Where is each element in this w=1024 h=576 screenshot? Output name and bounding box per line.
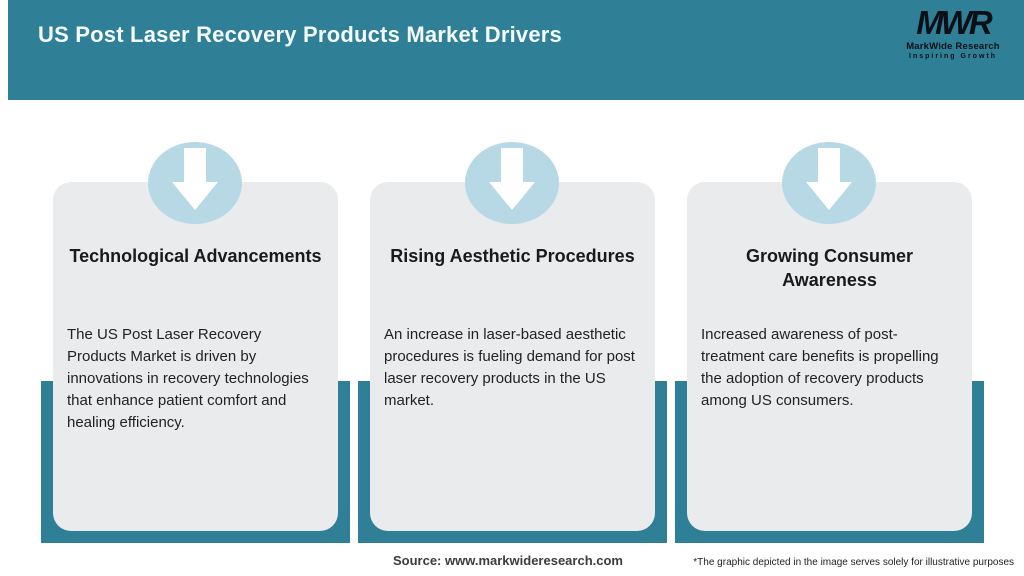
disclaimer-note: *The graphic depicted in the image serve…	[693, 557, 1014, 568]
card-title: Rising Aesthetic Procedures	[390, 246, 635, 266]
card-body-text: An increase in laser-based aesthetic pro…	[384, 326, 635, 409]
arrow-badge	[782, 142, 876, 224]
card-panel: Growing Consumer Awareness Increased awa…	[687, 182, 972, 531]
card-panel: Rising Aesthetic Procedures An increase …	[370, 182, 655, 531]
driver-card-rising-aesthetic-procedures: Rising Aesthetic Procedures An increase …	[358, 142, 667, 543]
card-title: Growing Consumer Awareness	[745, 246, 913, 290]
card-body-text: The US Post Laser Recovery Products Mark…	[67, 326, 309, 431]
source-attribution: Source: www.markwideresearch.com	[392, 553, 623, 568]
arrow-badge	[148, 142, 242, 224]
arrow-down-icon	[806, 148, 852, 210]
logo-tagline: Inspiring Growth	[909, 52, 997, 60]
driver-card-technological-advancements: Technological Advancements The US Post L…	[41, 142, 350, 543]
driver-card-growing-consumer-awareness: Growing Consumer Awareness Increased awa…	[675, 142, 984, 543]
logo-company-name: MarkWide Research	[906, 40, 1000, 52]
arrow-down-icon	[172, 148, 218, 210]
header-bar: US Post Laser Recovery Products Market D…	[8, 0, 1024, 100]
card-panel: Technological Advancements The US Post L…	[53, 182, 338, 531]
card-title: Technological Advancements	[69, 246, 322, 266]
arrow-badge	[465, 142, 559, 224]
arrow-down-icon	[489, 148, 535, 210]
page-title: US Post Laser Recovery Products Market D…	[38, 22, 562, 47]
card-body-text: Increased awareness of post-treatment ca…	[701, 326, 939, 409]
markwide-research-logo: MWR MarkWide Research Inspiring Growth	[898, 4, 1008, 60]
mwr-logo-icon: MWR	[916, 4, 992, 41]
